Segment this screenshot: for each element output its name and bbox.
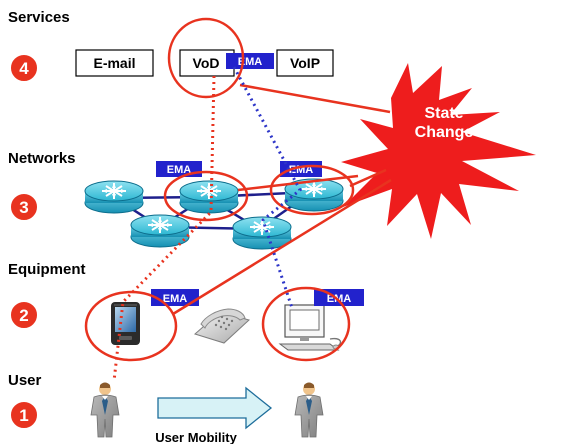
desktop-computer-icon [278, 304, 342, 351]
pda-device [111, 302, 140, 345]
step-badge-1: 1 [9, 400, 39, 430]
step-number-4: 4 [19, 59, 29, 78]
trace-lines [112, 66, 302, 382]
state-links [172, 83, 392, 316]
router-left-highlight-circle [163, 170, 249, 222]
network-ema-badges: EMA EMA [156, 161, 322, 177]
step-number-1: 1 [19, 406, 28, 425]
person-icon-end [294, 381, 324, 438]
state-change-burst: State Change [341, 63, 536, 239]
services-row: E-mail VoD VoIP EMA [75, 49, 334, 77]
ema-equipment-left-label: EMA [163, 293, 188, 305]
router-icon-5 [232, 216, 292, 250]
ema-network-left-label: EMA [167, 164, 192, 176]
state-change-line-2: Change [415, 124, 474, 141]
router-icon-1 [84, 180, 144, 214]
step-number-3: 3 [19, 198, 28, 217]
network-routers [84, 178, 344, 250]
layer-labels: Services Networks Equipment User [8, 9, 86, 389]
router-icon-2 [179, 180, 239, 214]
step-number-2: 2 [19, 306, 28, 325]
step-badge-4: 4 [9, 53, 39, 83]
arrow-right-icon [157, 386, 273, 430]
email-service-box [75, 49, 154, 77]
ema-service-badge [226, 53, 274, 69]
vod-service-label: VoD [193, 55, 220, 71]
user-row: User Mobility [90, 381, 324, 444]
step-badge-3: 3 [9, 192, 39, 222]
vod-service-box [179, 49, 235, 77]
router-right-highlight-circle [269, 164, 355, 216]
person-icon-start [90, 381, 120, 438]
router-icon-4 [130, 214, 190, 248]
user-mobility-label: User Mobility [155, 430, 237, 444]
voip-service-box [276, 49, 334, 77]
equipment-row: EMA EMA [111, 289, 364, 351]
state-change-line-1: State [424, 105, 463, 122]
equipment-layer-label: Equipment [8, 261, 86, 278]
networks-layer-label: Networks [8, 150, 76, 167]
email-service-label: E-mail [93, 55, 135, 71]
user-layer-label: User [8, 372, 42, 389]
voip-service-label: VoIP [290, 55, 320, 71]
pda-highlight-circle [84, 290, 178, 362]
services-layer-label: Services [8, 9, 70, 26]
state-change-burst-shape [341, 63, 536, 239]
step-badges: 4 3 2 1 [9, 53, 39, 430]
highlight-circles [84, 17, 355, 362]
vod-highlight-circle [167, 17, 245, 99]
telephone-icon [194, 308, 251, 344]
step-badge-2: 2 [9, 300, 39, 330]
computer-highlight-circle [261, 286, 351, 362]
